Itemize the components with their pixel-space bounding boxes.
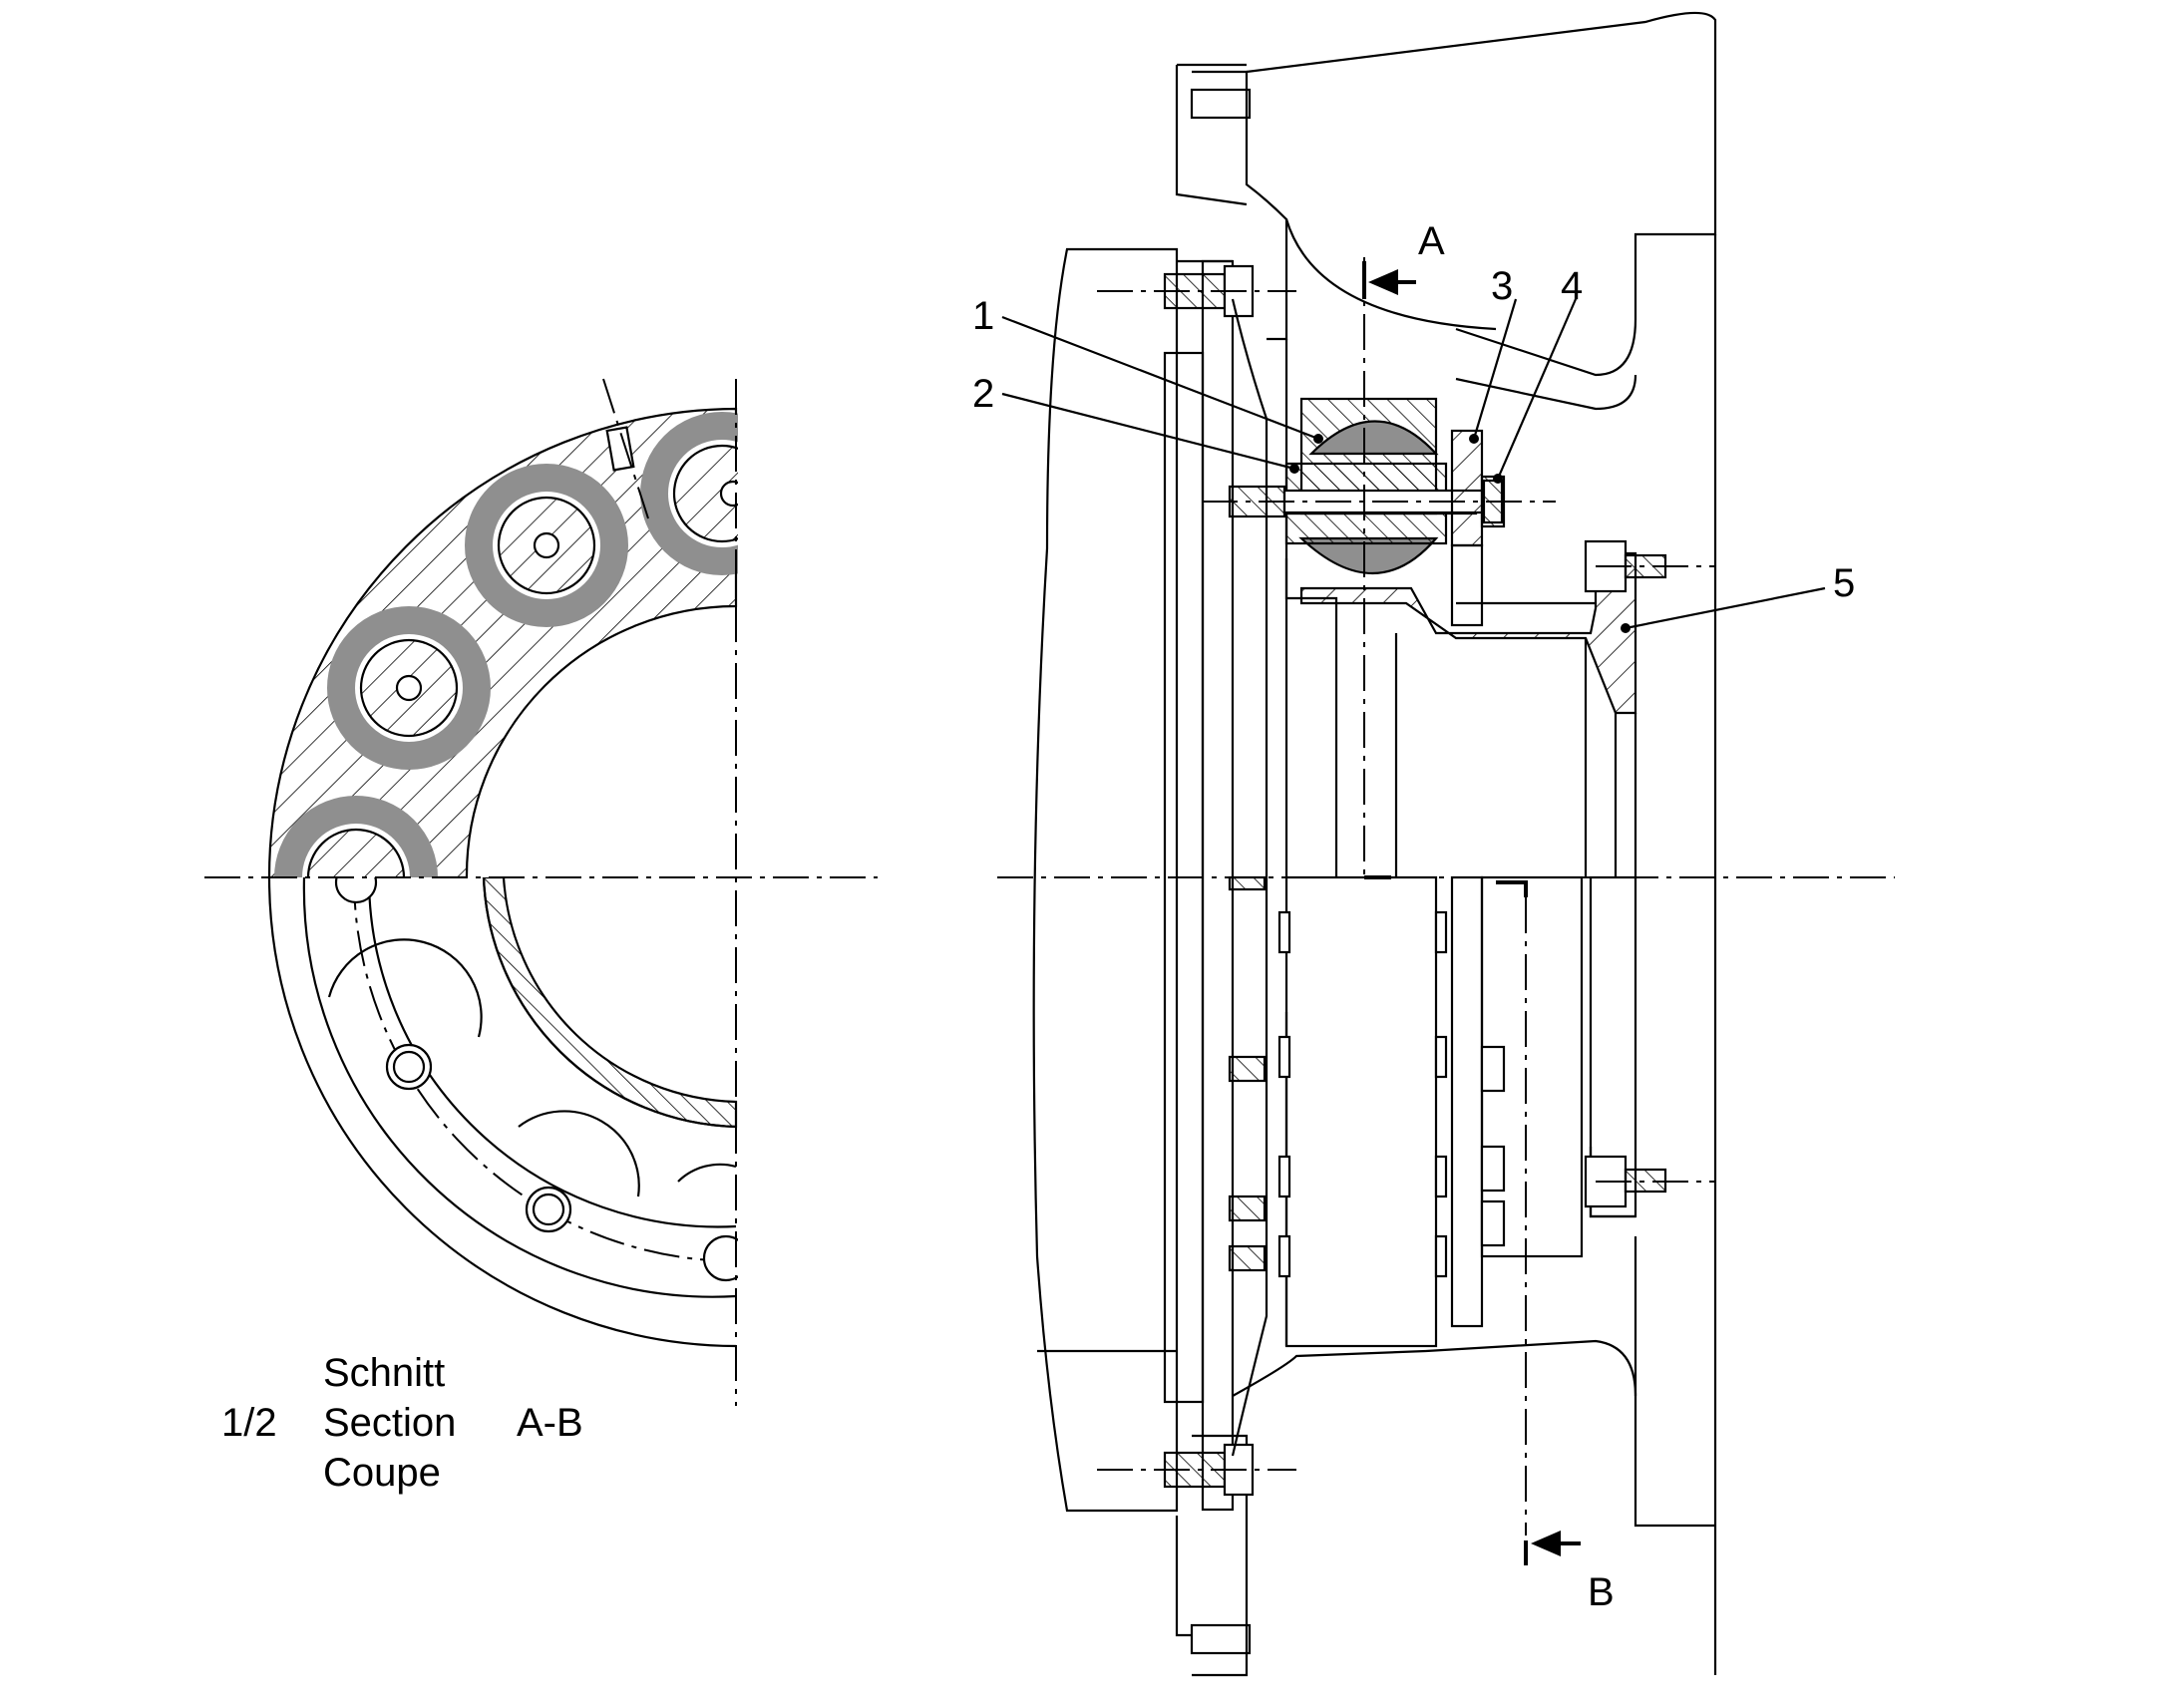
callout-2: 2 [972,372,994,416]
callout-1: 1 [972,294,994,338]
section-line-a-b [1362,257,1581,1565]
caption-line-en: Section [323,1401,456,1445]
callout-3: 3 [1491,264,1513,308]
caption-section-name: A-B [517,1401,583,1445]
callout-leaders [1001,298,1826,633]
caption-line-de: Schnitt [323,1351,445,1395]
bolt-holes [334,877,738,1282]
rubber-ring-elements [274,412,738,877]
lower-bolt-heads [1228,875,1667,1278]
callout-5: 5 [1833,561,1855,605]
hub-bolts [1163,264,1255,1497]
caption-line-fr: Coupe [323,1451,441,1495]
caption-scale: 1/2 [221,1401,277,1445]
lower-half-view [267,877,738,1348]
half-section-view [204,378,878,1406]
callout-4: 4 [1561,264,1583,308]
rubber-element [1284,397,1478,877]
upper-half-section [267,407,738,877]
section-mark-b: B [1588,1570,1615,1614]
section-mark-a: A [1418,219,1445,263]
coupling-cross-section [997,11,1895,1677]
plug-axis [602,378,649,519]
